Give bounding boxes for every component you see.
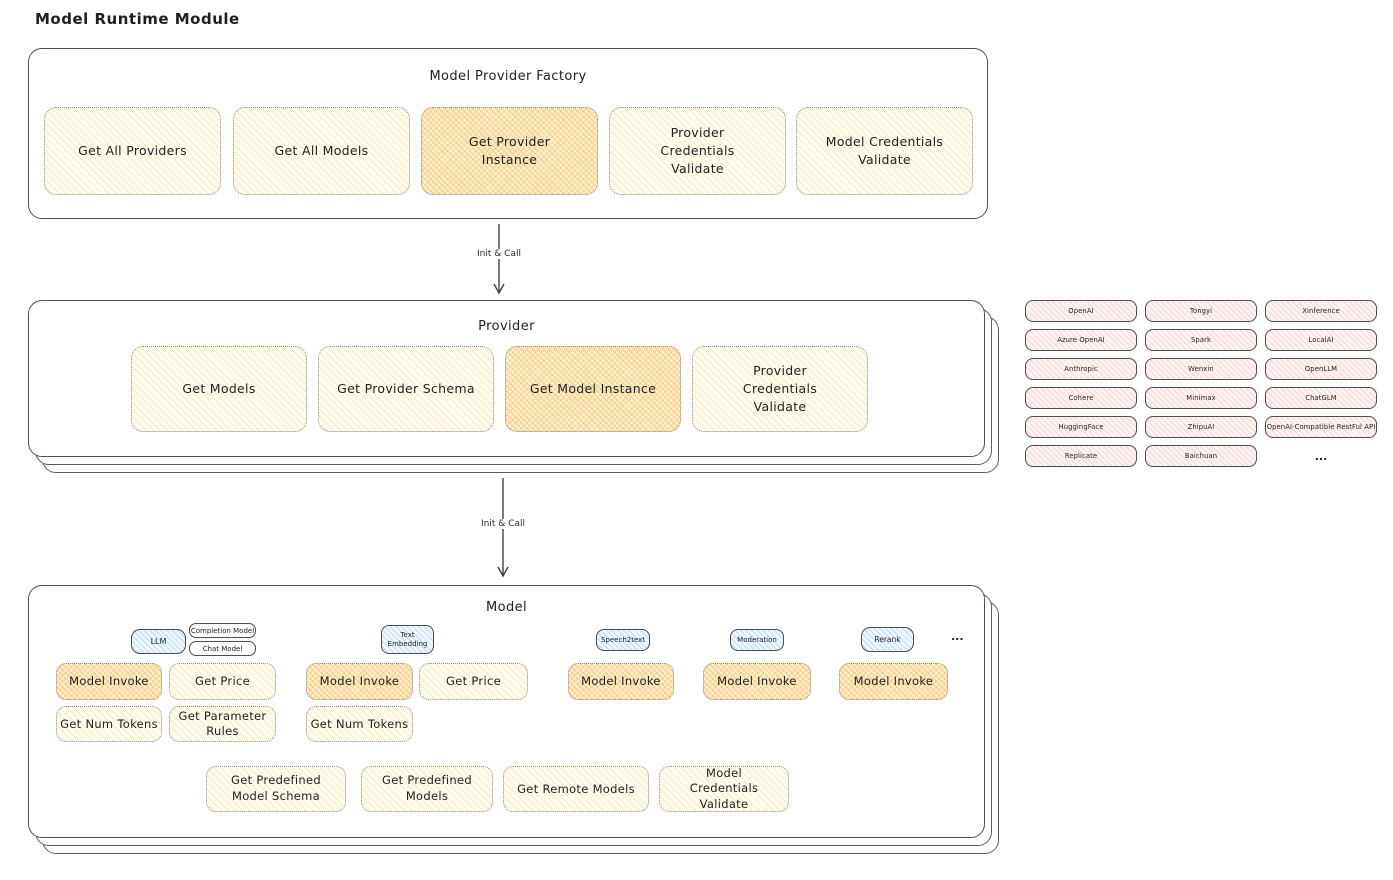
provider-tag-openai[interactable]: OpenAI (1025, 300, 1137, 322)
tab-text-embedding[interactable]: Text Embedding (381, 625, 434, 654)
provider-tags-ellipsis: ... (1314, 449, 1328, 463)
llm-get-num-tokens-button[interactable]: Get Num Tokens (56, 706, 162, 742)
factory-box: Model Provider Factory Get All Providers… (28, 48, 988, 219)
provider-tag-localai[interactable]: LocalAI (1265, 329, 1377, 351)
provider-tag-openllm[interactable]: OpenLLM (1265, 358, 1377, 380)
get-remote-models-button[interactable]: Get Remote Models (503, 766, 649, 812)
rerank-model-invoke-button[interactable]: Model Invoke (839, 663, 948, 700)
arrow-line-icon (493, 224, 505, 295)
llm-get-price-button[interactable]: Get Price (169, 663, 276, 700)
provider-tag-azure-openai[interactable]: Azure OpenAI (1025, 329, 1137, 351)
provider-tag-xinference[interactable]: Xinference (1265, 300, 1377, 322)
moderation-model-invoke-button[interactable]: Model Invoke (703, 663, 811, 700)
provider-box: Provider Get Models Get Provider Schema … (28, 300, 985, 457)
page-title: Model Runtime Module (35, 10, 240, 28)
provider-tag-baichuan[interactable]: Baichuan (1145, 445, 1257, 467)
provider-tag-anthropic[interactable]: Anthropic (1025, 358, 1137, 380)
provider-tag-chatglm[interactable]: ChatGLM (1265, 387, 1377, 409)
get-predefined-model-schema-button[interactable]: Get Predefined Model Schema (206, 766, 346, 812)
get-all-models-button[interactable]: Get All Models (233, 107, 410, 195)
get-provider-schema-button[interactable]: Get Provider Schema (318, 346, 494, 432)
model-title: Model (485, 600, 528, 615)
tab-chat-model[interactable]: Chat Model (189, 641, 256, 656)
provider-tag-huggingface[interactable]: HuggingFace (1025, 416, 1137, 438)
get-models-button[interactable]: Get Models (131, 346, 307, 432)
factory-title: Model Provider Factory (429, 69, 587, 84)
llm-model-invoke-button[interactable]: Model Invoke (56, 663, 162, 700)
get-provider-instance-button[interactable]: Get Provider Instance (421, 107, 598, 195)
embedding-get-num-tokens-button[interactable]: Get Num Tokens (306, 706, 413, 742)
tab-moderation[interactable]: Moderation (730, 629, 784, 651)
tab-completion-model[interactable]: Completion Model (189, 623, 256, 638)
model-types-ellipsis: ... (951, 630, 964, 643)
embedding-model-invoke-button[interactable]: Model Invoke (306, 663, 413, 700)
tab-speech2text[interactable]: Speech2text (596, 629, 650, 651)
get-predefined-models-button[interactable]: Get Predefined Models (361, 766, 493, 812)
provider-title: Provider (478, 319, 535, 334)
model-credentials-validate-button[interactable]: Model Credentials Validate (796, 107, 973, 195)
provider-tag-cohere[interactable]: Cohere (1025, 387, 1137, 409)
embedding-get-price-button[interactable]: Get Price (419, 663, 528, 700)
llm-get-parameter-rules-button[interactable]: Get Parameter Rules (169, 706, 276, 742)
provider-tag-wenxin[interactable]: Wenxin (1145, 358, 1257, 380)
provider-credentials-validate-button-2[interactable]: Provider Credentials Validate (692, 346, 868, 432)
speech2text-model-invoke-button[interactable]: Model Invoke (568, 663, 674, 700)
model-credentials-validate-button-2[interactable]: Model Credentials Validate (659, 766, 789, 812)
get-all-providers-button[interactable]: Get All Providers (44, 107, 221, 195)
arrow-label: Init & Call (474, 249, 524, 259)
model-box: Model LLM Completion Model Chat Model Te… (28, 585, 985, 838)
provider-credentials-validate-button[interactable]: Provider Credentials Validate (609, 107, 786, 195)
arrow-factory-to-provider: Init & Call (459, 224, 539, 296)
provider-tag-grid: OpenAI Tongyi Xinference Azure OpenAI Sp… (1025, 300, 1377, 467)
tab-rerank[interactable]: Rerank (861, 627, 914, 652)
tab-llm[interactable]: LLM (131, 629, 186, 654)
arrow-label: Init & Call (478, 519, 528, 529)
get-model-instance-button[interactable]: Get Model Instance (505, 346, 681, 432)
provider-tag-minimax[interactable]: Minimax (1145, 387, 1257, 409)
provider-tag-zhipuai[interactable]: ZhipuAI (1145, 416, 1257, 438)
provider-tag-replicate[interactable]: Replicate (1025, 445, 1137, 467)
provider-tag-tongyi[interactable]: Tongyi (1145, 300, 1257, 322)
provider-tag-spark[interactable]: Spark (1145, 329, 1257, 351)
arrow-provider-to-model: Init & Call (463, 478, 543, 579)
provider-tag-openai-compatible[interactable]: OpenAI-Compatible RestFul API (1265, 416, 1377, 438)
